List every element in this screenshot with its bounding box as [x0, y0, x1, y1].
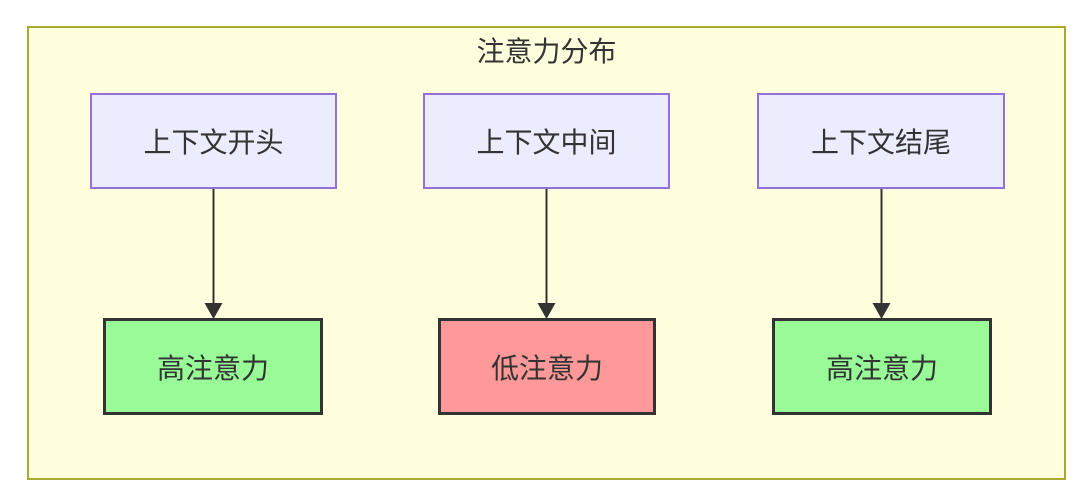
diagram-title: 注意力分布 — [476, 36, 617, 67]
node-context-end: 上下文结尾 — [757, 93, 1005, 189]
node-label: 上下文开头 — [143, 127, 284, 158]
node-label: 上下文中间 — [476, 127, 617, 158]
node-label: 高注意力 — [156, 352, 269, 384]
node-label: 低注意力 — [490, 352, 603, 384]
node-label: 高注意力 — [825, 352, 938, 384]
node-high-attention-2: 高注意力 — [772, 318, 992, 415]
node-label: 上下文结尾 — [810, 127, 951, 158]
node-context-beginning: 上下文开头 — [90, 93, 337, 189]
node-context-middle: 上下文中间 — [423, 93, 670, 189]
node-low-attention: 低注意力 — [438, 318, 656, 415]
node-high-attention-1: 高注意力 — [103, 318, 323, 415]
